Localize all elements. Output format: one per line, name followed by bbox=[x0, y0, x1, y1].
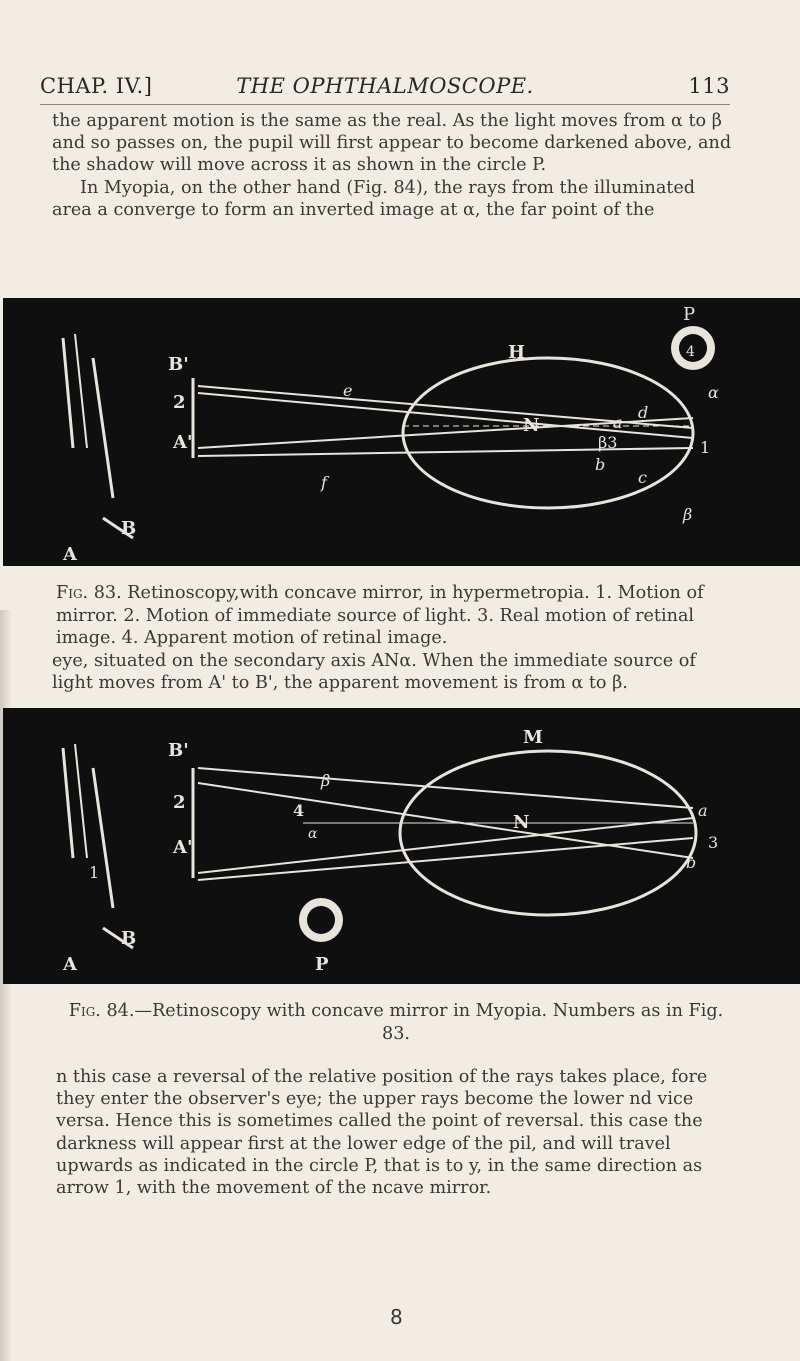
fig83-label-N: N bbox=[523, 415, 539, 436]
running-title: THE OPHTHALMOSCOPE. bbox=[236, 74, 534, 98]
fig84-label-alpha: α bbox=[308, 826, 318, 842]
fig84-labels: M B' β 2 4 A' α N a 3 b P A B 1 bbox=[62, 727, 718, 975]
fig84-label-A: A bbox=[62, 954, 78, 975]
fig83-label-c: c bbox=[638, 468, 647, 487]
figure-83: P H B' 2 A' e N a d c f b β3 4 α 1 β A B bbox=[3, 298, 800, 566]
fig83-label-4: 4 bbox=[686, 344, 695, 360]
figure-83-caption-text: Retinoscopy,with concave mirror, in hype… bbox=[56, 583, 704, 648]
fig84-label-a: a bbox=[698, 801, 708, 820]
figure-84-diagram: M B' β 2 4 A' α N a 3 b P A B 1 bbox=[3, 708, 800, 984]
chapter-label: CHAP. IV.] bbox=[40, 74, 153, 98]
paragraph-2: eye, situated on the secondary axis ANα.… bbox=[52, 650, 732, 694]
fig83-label-beta3: β3 bbox=[598, 433, 617, 452]
fig83-label-Bprime: B' bbox=[168, 354, 189, 375]
fig83-label-e: e bbox=[343, 381, 352, 400]
figure-84: M B' β 2 4 A' α N a 3 b P A B 1 bbox=[3, 708, 800, 984]
paragraph-1-line: the apparent motion is the same as the r… bbox=[52, 111, 732, 176]
fig83-label-b: b bbox=[595, 455, 605, 474]
fig83-label-H: H bbox=[508, 342, 525, 363]
paragraph-1: the apparent motion is the same as the r… bbox=[52, 110, 732, 221]
figure-83-caption: Fig. 83. Retinoscopy,with concave mirror… bbox=[56, 582, 736, 650]
figure-83-diagram: P H B' 2 A' e N a d c f b β3 4 α 1 β A B bbox=[3, 298, 800, 566]
binding-shadow bbox=[0, 610, 12, 1361]
running-header: CHAP. IV.] THE OPHTHALMOSCOPE. 113 bbox=[40, 70, 730, 105]
fig83-label-B: B bbox=[121, 518, 136, 539]
fig84-label-b: b bbox=[686, 853, 696, 872]
figure-84-caption-text: —Retinoscopy with concave mirror in Myop… bbox=[134, 1001, 724, 1044]
fig84-label-Aprime: A' bbox=[172, 837, 192, 858]
paragraph-1-myopia: In Myopia, on the other hand (Fig. 84), … bbox=[52, 177, 696, 220]
fig83-label-2: 2 bbox=[173, 392, 186, 413]
fig83-label-P: P bbox=[683, 304, 695, 325]
fig84-label-1: 1 bbox=[89, 863, 99, 882]
signature-mark: 8 bbox=[390, 1305, 403, 1329]
fig84-label-B: B bbox=[121, 928, 136, 949]
fig83-label-d: d bbox=[638, 403, 648, 422]
fig84-label-4: 4 bbox=[293, 801, 304, 820]
figure-84-number: Fig. 84. bbox=[68, 1001, 135, 1021]
paragraph-3: n this case a reversal of the relative p… bbox=[56, 1066, 732, 1199]
fig83-label-alpha: α bbox=[708, 383, 719, 402]
fig84-label-N: N bbox=[513, 812, 529, 833]
fig83-label-a: a bbox=[613, 413, 623, 432]
fig84-label-P: P bbox=[315, 954, 329, 975]
figure-84-caption: Fig. 84.—Retinoscopy with concave mirror… bbox=[56, 1000, 736, 1045]
fig84-label-2: 2 bbox=[173, 792, 186, 813]
fig83-label-f: f bbox=[320, 473, 330, 492]
fig84-label-beta: β bbox=[320, 771, 330, 790]
fig83-label-1: 1 bbox=[700, 438, 710, 457]
fig84-label-3: 3 bbox=[708, 833, 718, 852]
fig83-label-Aprime: A' bbox=[172, 432, 192, 453]
fig83-label-A: A bbox=[62, 544, 78, 565]
paragraph-2-text: eye, situated on the secondary axis ANα.… bbox=[52, 651, 696, 694]
fig84-label-M: M bbox=[523, 727, 543, 748]
fig83-labels: P H B' 2 A' e N a d c f b β3 4 α 1 β A B bbox=[62, 304, 719, 565]
fig84-label-Bprime: B' bbox=[168, 740, 189, 761]
fig83-label-beta: β bbox=[682, 505, 692, 524]
page-number: 113 bbox=[688, 74, 730, 98]
paragraph-3-text: n this case a reversal of the relative p… bbox=[56, 1067, 708, 1199]
figure-83-number: Fig. 83. bbox=[56, 583, 122, 603]
